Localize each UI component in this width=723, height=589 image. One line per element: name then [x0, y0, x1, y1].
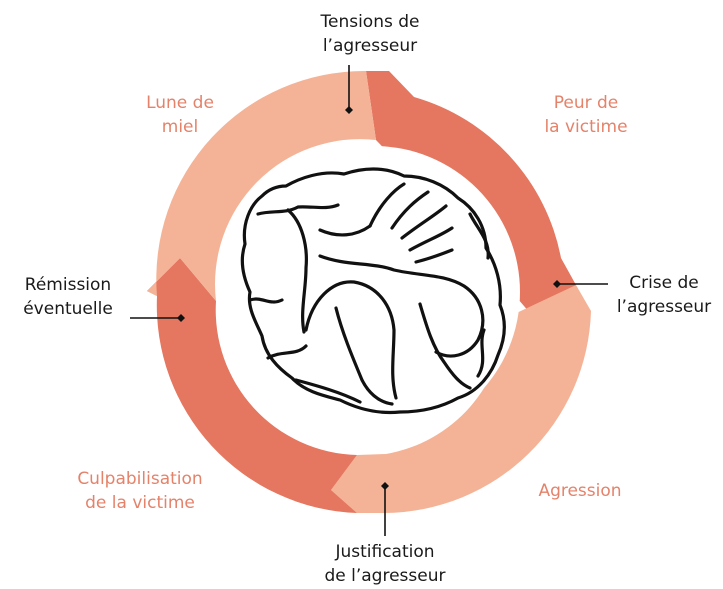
event-label-tensions: Tensions de l’agresseur	[300, 10, 440, 58]
event-label-justification: Justification de l’agresseur	[305, 540, 465, 588]
marker-justification	[381, 482, 389, 490]
stage-label-line: Culpabilisation	[77, 469, 203, 489]
event-label-line: l’agresseur	[616, 297, 712, 317]
event-label-line: l’agresseur	[322, 36, 418, 56]
event-label-line: Justification	[335, 542, 435, 562]
leader-lines	[130, 65, 608, 536]
ring-segment-culpabilisation	[147, 258, 357, 513]
stage-label-agression: Agression	[515, 479, 645, 503]
event-label-line: éventuelle	[23, 299, 113, 319]
ring-segment-lune	[147, 70, 376, 301]
ring-segment-agression	[331, 285, 591, 513]
crouching-figure-illustration	[240, 167, 506, 415]
event-label-line: Crise de	[629, 273, 699, 293]
stage-label-line: la victime	[544, 117, 628, 137]
event-label-crise: Crise de l’agresseur	[608, 271, 720, 319]
marker-tensions	[345, 106, 353, 114]
event-label-line: de l’agresseur	[324, 566, 446, 586]
stage-label-line: Peur de	[553, 93, 619, 113]
stage-label-line: de la victime	[85, 493, 195, 513]
stage-label-line: Agression	[538, 481, 622, 501]
event-label-remission: Rémission éventuelle	[8, 273, 128, 321]
stage-label-lune-de-miel: Lune de miel	[120, 91, 240, 139]
stage-label-culpabilisation: Culpabilisation de la victime	[50, 467, 230, 515]
marker-crise	[553, 280, 561, 288]
stage-label-peur-victime: Peur de la victime	[526, 91, 646, 139]
stage-label-line: miel	[161, 117, 199, 137]
event-label-line: Tensions de	[320, 12, 420, 32]
event-label-line: Rémission	[24, 275, 112, 295]
marker-remission	[177, 314, 185, 322]
stage-label-line: Lune de	[146, 93, 214, 113]
